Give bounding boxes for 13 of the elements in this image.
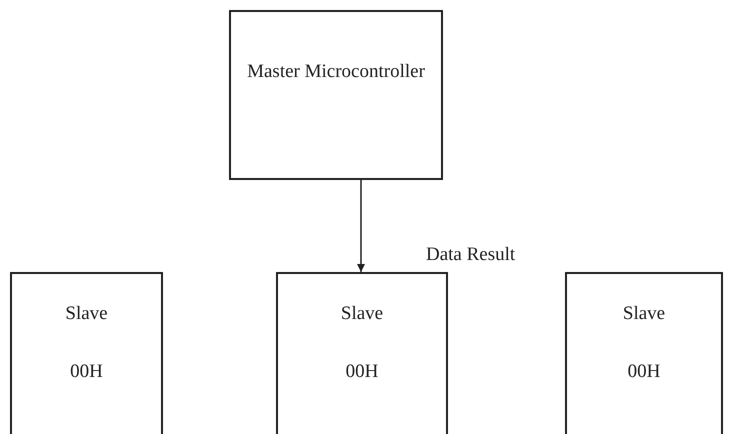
- node-title: Slave: [64, 302, 109, 326]
- slave-box: [565, 272, 723, 434]
- slave-box: [10, 272, 163, 434]
- edge-label: Data Result: [426, 244, 516, 266]
- address-label: 00H: [69, 360, 104, 384]
- address-label: 00H: [344, 360, 380, 384]
- slave-box: [276, 272, 448, 434]
- address-label: 00H: [626, 360, 662, 384]
- master-box: [229, 10, 443, 180]
- node-label: Master Microcontroller: [246, 60, 426, 84]
- node-title: Slave: [622, 302, 666, 326]
- node-title: Slave: [340, 302, 384, 326]
- arrow: [357, 180, 365, 272]
